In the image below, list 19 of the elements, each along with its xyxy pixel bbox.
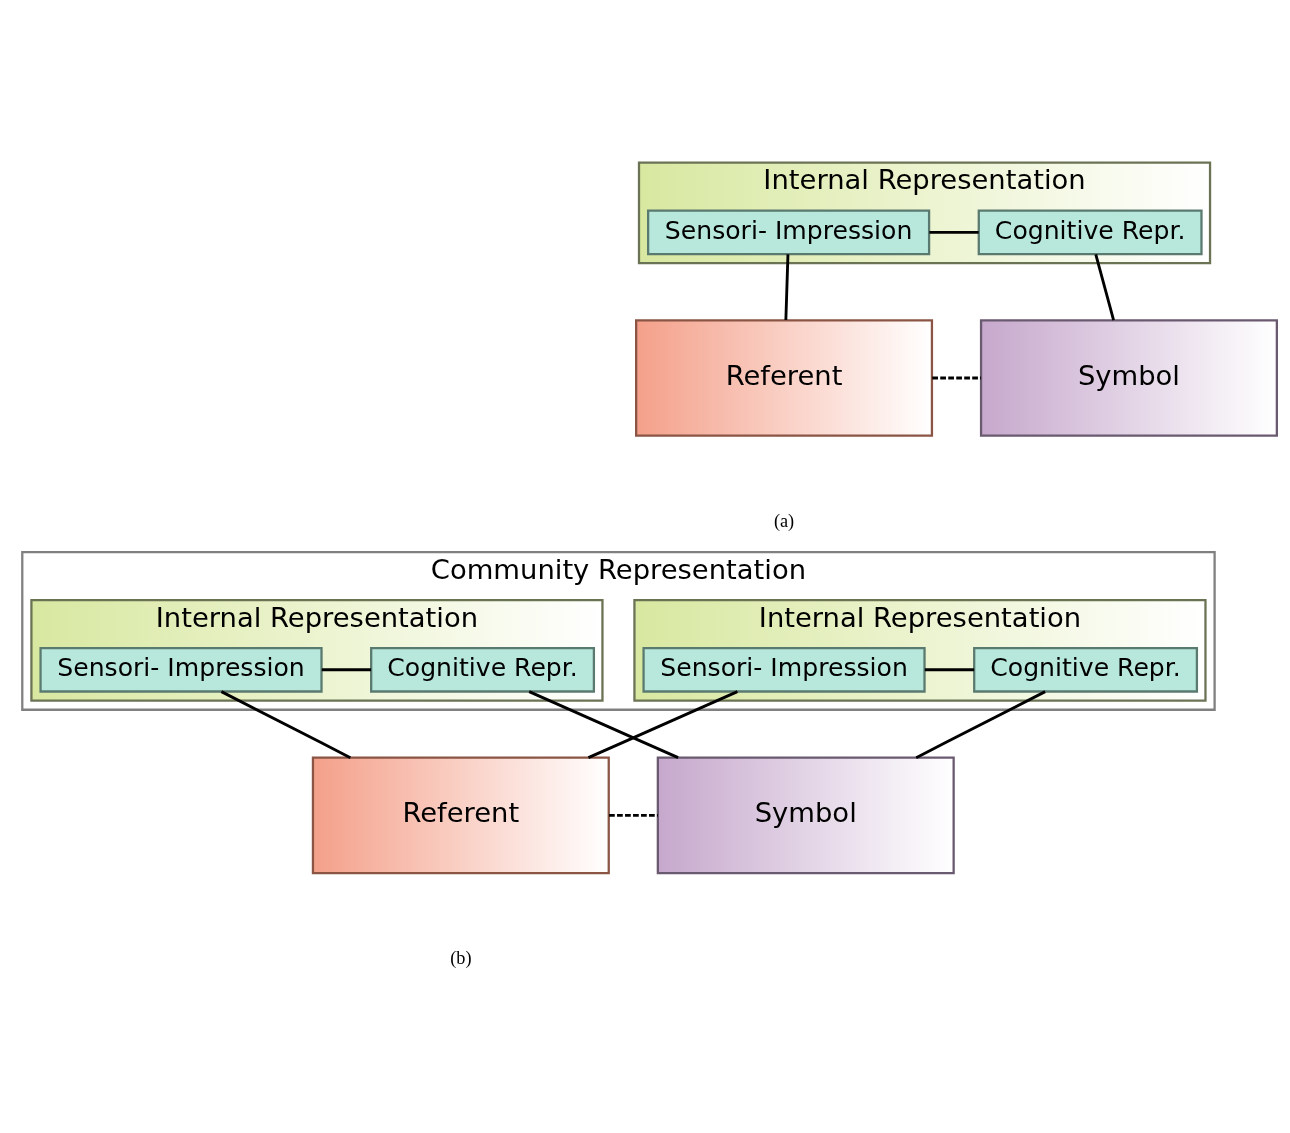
node-box: Referent bbox=[311, 756, 610, 874]
connector bbox=[321, 667, 372, 671]
connector bbox=[932, 376, 982, 379]
node-box: Referent bbox=[635, 318, 934, 437]
connector bbox=[609, 813, 658, 817]
node-box: Symbol bbox=[979, 318, 1278, 437]
node-box: Sensori- Impression bbox=[39, 646, 323, 693]
node-box: Cognitive Repr. bbox=[977, 209, 1203, 255]
node-box: Symbol bbox=[656, 756, 955, 874]
connector bbox=[784, 253, 790, 320]
label: (a) bbox=[773, 510, 795, 531]
node-box: Cognitive Repr. bbox=[973, 646, 1199, 693]
label: (b) bbox=[450, 947, 472, 968]
node-box: Sensori- Impression bbox=[647, 209, 931, 255]
node-box: Cognitive Repr. bbox=[370, 646, 596, 693]
connector bbox=[924, 667, 975, 671]
connector bbox=[1094, 253, 1115, 320]
node-box: Sensori- Impression bbox=[642, 646, 926, 693]
connector bbox=[929, 230, 979, 234]
